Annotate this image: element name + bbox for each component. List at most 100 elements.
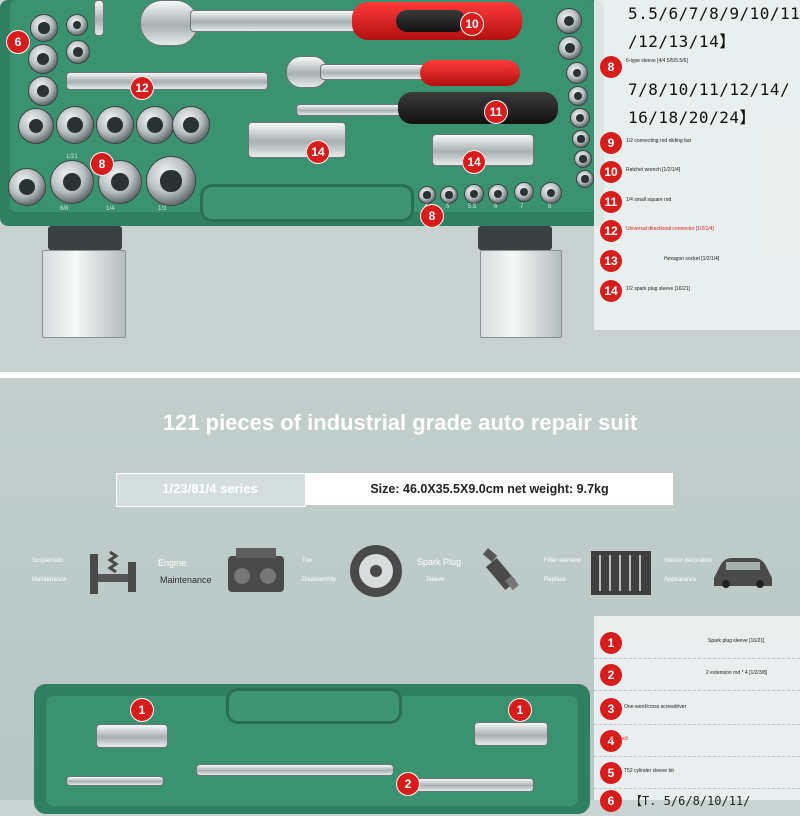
legend-text: Hexagon socket [1/2/1/4]	[664, 256, 720, 262]
socket	[558, 36, 582, 60]
legend-text: Universal directional connector [1/2/1/4…	[626, 226, 714, 232]
legend-text: One-word/cross screwdriver	[624, 704, 687, 710]
socket	[440, 186, 458, 204]
legend-row-12: 12 Universal directional connector [1/2/…	[594, 218, 800, 244]
socket	[66, 14, 88, 36]
legend-row-2: 2 2 extension rod * 4 [1/2/3/8]	[594, 660, 800, 691]
extension-rod	[66, 776, 164, 786]
square-rod-shaft	[296, 104, 408, 116]
socket	[98, 160, 142, 204]
socket	[514, 182, 534, 202]
socket-label: 5	[446, 204, 450, 210]
legend-row-11: 11 1/4 small square rod	[594, 189, 800, 215]
spark-plug-sleeve	[248, 122, 346, 158]
legend-row-14: 14 1/2 spark plug sleeve [16/21]	[594, 278, 800, 304]
category-filter-top: Filter element	[544, 558, 581, 564]
category-interior-bottom: Appearance	[664, 577, 697, 583]
legend-text: Spark plug sleeve [16/21]	[708, 638, 765, 644]
socket	[570, 108, 590, 128]
legend-text: Test pencil	[604, 736, 628, 742]
socket-label: 6	[494, 204, 498, 210]
bottom-legend-panel: 1 Spark plug sleeve [16/21] 2 2 extensio…	[594, 616, 800, 812]
socket	[8, 168, 46, 206]
size-weight-label: Size: 46.0X35.5X9.0cm net weight: 9.7kg	[370, 482, 609, 496]
category-engine-top: Engine	[158, 558, 187, 568]
case-latch-left	[42, 250, 126, 338]
socket	[172, 106, 210, 144]
ratchet-shaft	[190, 10, 362, 32]
engine-icon	[228, 548, 284, 592]
legend-number: 4	[600, 730, 622, 752]
category-suspension-bottom: Maintenance	[32, 577, 67, 583]
series-box	[116, 473, 306, 507]
legend-text: 1/4 small square rod	[626, 197, 672, 203]
category-filter-bottom: Replace	[544, 577, 567, 583]
series-label: 1/23/81/4 series	[162, 481, 258, 496]
callout-badge: 10	[460, 12, 484, 36]
socket	[18, 108, 54, 144]
socket	[28, 76, 58, 106]
legend-row-8: 8 6-type sleeve [4/4.5/5/5.5/6]	[594, 54, 800, 80]
legend-row-3: 3 One-word/cross screwdriver	[594, 694, 800, 725]
legend-row-13: 13 Hexagon socket [1/2/1/4]	[594, 248, 800, 274]
callout-badge: 6	[6, 30, 30, 54]
spark-plug-sleeve	[474, 722, 548, 746]
car-icon	[714, 558, 772, 588]
socket-label: 7	[520, 204, 524, 210]
callout-badge: 2	[396, 772, 420, 796]
size-list-a-line2: /12/13/14】	[628, 32, 736, 51]
category-interior-top: Interior decoration	[664, 558, 713, 564]
socket	[96, 106, 134, 144]
socket	[50, 160, 94, 204]
product-title: 121 pieces of industrial grade auto repa…	[162, 410, 638, 435]
socket	[56, 106, 94, 144]
square-rod-handle	[398, 92, 558, 124]
spark-plug-sleeve	[96, 724, 168, 748]
socket	[572, 130, 590, 148]
legend-row-9: 9 1/2 connecting rod sliding bar	[594, 130, 800, 156]
socket	[136, 106, 174, 144]
socket-label: 1/4	[106, 206, 115, 212]
socket-label: 8	[548, 204, 552, 210]
ratchet-head	[140, 0, 198, 46]
callout-badge: 12	[130, 76, 154, 100]
legend-number: 14	[600, 280, 622, 302]
legend-number: 1	[600, 632, 622, 654]
socket	[146, 156, 196, 206]
socket	[66, 40, 90, 64]
socket	[576, 170, 594, 188]
legend-text: 2 extension rod * 4 [1/2/3/8]	[706, 670, 768, 676]
socket	[566, 62, 588, 84]
legend-number: 10	[600, 161, 622, 183]
legend-number: 13	[600, 250, 622, 272]
legend-number: 12	[600, 220, 622, 242]
size-list-b-line2: 16/18/20/24】	[628, 108, 756, 127]
legend-number: 3	[600, 698, 622, 720]
callout-badge: 1	[130, 698, 154, 722]
legend-text: Ratchet wrench [1/2/1/4]	[626, 167, 681, 173]
socket-label: 5.5	[468, 204, 477, 210]
socket	[418, 186, 436, 204]
bit-holder	[94, 0, 104, 36]
category-suspension-top: Suspension	[32, 558, 64, 564]
ratchet-grip	[396, 10, 466, 32]
size-box	[306, 473, 673, 505]
socket	[556, 8, 582, 34]
socket	[488, 184, 508, 204]
category-tire-bottom: Disassembly	[302, 577, 337, 583]
callout-badge: 14	[306, 140, 330, 164]
socket	[28, 44, 58, 74]
socket-label: 8/8	[60, 206, 69, 212]
legend-number: 2	[600, 664, 622, 686]
legend-number: 8	[600, 56, 622, 78]
legend-text: 1/2 spark plug sleeve [16/21]	[626, 286, 690, 292]
callout-badge: 14	[462, 150, 486, 174]
latch-hinge	[48, 226, 122, 250]
spark-plug-icon	[482, 548, 519, 591]
callout-badge: 11	[484, 100, 508, 124]
legend-number: 6	[600, 790, 622, 812]
legend-number: 9	[600, 132, 622, 154]
size-list-b-line1: 7/8/10/11/12/14/	[628, 80, 791, 99]
top-legend-panel: 5.5/6/7/8/9/10/11 /12/13/14】 8 6-type sl…	[594, 0, 800, 330]
socket	[540, 182, 562, 204]
